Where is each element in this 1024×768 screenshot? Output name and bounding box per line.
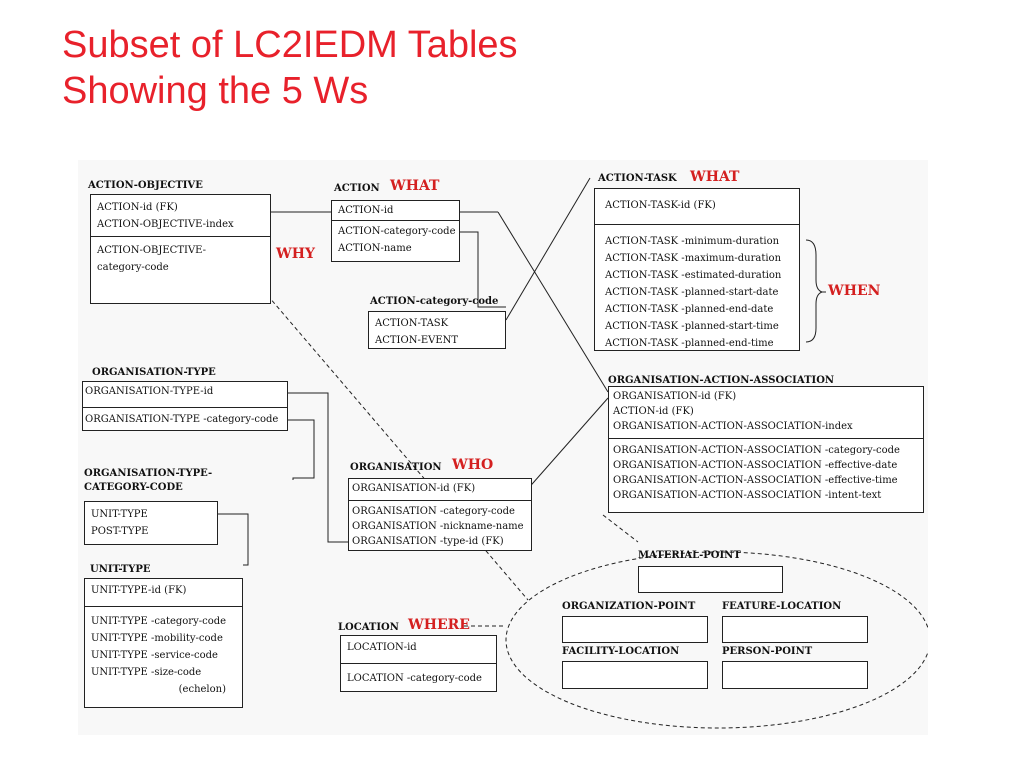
unit-type-attr: UNIT-TYPE -category-code <box>91 616 227 627</box>
what-label-action: WHAT <box>390 178 440 194</box>
unit-type-table: UNIT-TYPE-id (FK) UNIT-TYPE -category-co… <box>84 578 243 708</box>
action-objective-attr: ACTION-OBJECTIVE- <box>97 245 207 256</box>
org-action-association-attr: ORGANISATION-ACTION-ASSOCIATION -effecti… <box>613 460 898 471</box>
connector-catcode-unittype <box>218 513 249 566</box>
organisation-title: ORGANISATION <box>350 462 442 473</box>
when-label: WHEN <box>828 283 881 299</box>
action-category-code-title: ACTION-category-code <box>370 296 499 307</box>
connector-action-association-2 <box>497 211 609 393</box>
action-objective-table: ACTION-id (FK) ACTION-OBJECTIVE-index AC… <box>90 194 271 304</box>
organisation-table: ORGANISATION-id (FK) ORGANISATION -categ… <box>348 478 532 551</box>
organisation-key: ORGANISATION-id (FK) <box>352 483 476 494</box>
action-task-attr: ACTION-TASK -minimum-duration <box>605 236 780 247</box>
action-attr: ACTION-category-code <box>338 226 456 237</box>
org-type-category-value: UNIT-TYPE <box>91 509 148 520</box>
person-point-title: PERSON-POINT <box>722 646 813 657</box>
org-type-category-code-title-line: ORGANISATION-TYPE- <box>84 468 213 479</box>
action-task-attr: ACTION-TASK -estimated-duration <box>605 270 782 281</box>
unit-type-attr: UNIT-TYPE -size-code <box>91 667 202 678</box>
org-action-association-attr: ORGANISATION-ACTION-ASSOCIATION -intent-… <box>613 490 882 501</box>
action-task-attr: ACTION-TASK -planned-end-time <box>605 338 774 349</box>
action-task-key: ACTION-TASK-id (FK) <box>605 200 716 211</box>
org-action-association-key: ACTION-id (FK) <box>613 406 694 417</box>
action-task-attr: ACTION-TASK -planned-start-time <box>605 321 779 332</box>
action-title: ACTION <box>334 183 380 194</box>
location-key: LOCATION-id <box>347 642 417 653</box>
org-action-association-attr: ORGANISATION-ACTION-ASSOCIATION -effecti… <box>613 475 898 486</box>
location-table: LOCATION-id LOCATION -category-code <box>340 635 497 692</box>
org-type-category-code-table: UNIT-TYPE POST-TYPE <box>84 501 218 545</box>
location-title: LOCATION <box>338 622 399 633</box>
org-type-category-value: POST-TYPE <box>91 526 149 537</box>
org-action-association-title: ORGANISATION-ACTION-ASSOCIATION <box>608 375 835 386</box>
connector-org-association <box>517 397 609 501</box>
action-task-title: ACTION-TASK <box>598 173 677 184</box>
organization-point-title: ORGANIZATION-POINT <box>562 601 696 612</box>
action-task-attr: ACTION-TASK -planned-end-date <box>605 304 774 315</box>
facility-location-title: FACILITY-LOCATION <box>562 646 680 657</box>
unit-type-attr: (echelon) <box>178 684 226 695</box>
slide-title: Subset of LC2IEDM Tables Showing the 5 W… <box>62 22 518 114</box>
organisation-attr: ORGANISATION -type-id (FK) <box>352 536 504 547</box>
action-key: ACTION-id <box>338 205 394 216</box>
dashed-assoc-points <box>602 514 639 543</box>
organisation-attr: ORGANISATION -category-code <box>352 506 515 517</box>
action-task-attr: ACTION-TASK -maximum-duration <box>605 253 782 264</box>
org-type-category-code-title: ORGANISATION-TYPE- CATEGORY-CODE <box>84 467 212 495</box>
unit-type-attr: UNIT-TYPE -mobility-code <box>91 633 223 644</box>
action-task-attr: ACTION-TASK -planned-start-date <box>605 287 779 298</box>
person-point-box <box>722 661 868 689</box>
material-point-box <box>638 566 783 593</box>
unit-type-key: UNIT-TYPE-id (FK) <box>91 585 187 596</box>
connector-orgtype-org <box>288 392 348 543</box>
org-action-association-table: ORGANISATION-id (FK) ACTION-id (FK) ORGA… <box>608 386 924 513</box>
organisation-type-table: ORGANISATION-TYPE-id ORGANISATION-TYPE -… <box>82 381 288 431</box>
action-objective-title: ACTION-OBJECTIVE <box>88 180 203 191</box>
feature-location-box <box>722 616 868 643</box>
action-category-value: ACTION-EVENT <box>375 335 459 346</box>
action-objective-key: ACTION-id (FK) <box>97 202 178 213</box>
organization-point-box <box>562 616 708 643</box>
org-action-association-key: ORGANISATION-ACTION-ASSOCIATION-index <box>613 421 853 432</box>
what-label-task: WHAT <box>690 169 740 185</box>
organisation-attr: ORGANISATION -nickname-name <box>352 521 524 532</box>
action-objective-key: ACTION-OBJECTIVE-index <box>97 219 234 230</box>
feature-location-title: FEATURE-LOCATION <box>722 601 842 612</box>
action-objective-attr: category-code <box>97 262 169 273</box>
material-point-title: MATERIAL-POINT <box>638 550 741 561</box>
connector-category-task <box>505 177 591 321</box>
facility-location-box <box>562 661 708 689</box>
unit-type-attr: UNIT-TYPE -service-code <box>91 650 218 661</box>
points-ellipse <box>505 551 928 729</box>
why-label: WHY <box>276 246 315 262</box>
action-attr: ACTION-name <box>338 243 412 254</box>
where-label: WHERE <box>408 617 470 633</box>
when-brace <box>805 239 824 343</box>
organisation-type-key: ORGANISATION-TYPE-id <box>85 386 214 397</box>
action-category-value: ACTION-TASK <box>375 318 449 329</box>
title-line-1: Subset of LC2IEDM Tables <box>62 24 518 66</box>
who-label: WHO <box>452 457 494 473</box>
connector-action-category <box>460 231 506 308</box>
action-category-code-table: ACTION-TASK ACTION-EVENT <box>368 311 506 349</box>
org-action-association-key: ORGANISATION-id (FK) <box>613 391 737 402</box>
organisation-type-attr: ORGANISATION-TYPE -category-code <box>85 414 279 425</box>
lc2iedm-diagram: ACTION-OBJECTIVE ACTION-id (FK) ACTION-O… <box>78 160 928 735</box>
org-action-association-attr: ORGANISATION-ACTION-ASSOCIATION -categor… <box>613 445 900 456</box>
title-line-2: Showing the 5 Ws <box>62 70 369 112</box>
action-table: ACTION-id ACTION-category-code ACTION-na… <box>331 200 460 262</box>
organisation-type-title: ORGANISATION-TYPE <box>92 367 216 378</box>
action-task-table: ACTION-TASK-id (FK) ACTION-TASK -minimum… <box>594 188 800 351</box>
org-type-category-code-title-line: CATEGORY-CODE <box>84 482 183 493</box>
location-attr: LOCATION -category-code <box>347 673 482 684</box>
unit-type-title: UNIT-TYPE <box>90 564 151 575</box>
connector-orgtype-catcode <box>288 419 315 480</box>
